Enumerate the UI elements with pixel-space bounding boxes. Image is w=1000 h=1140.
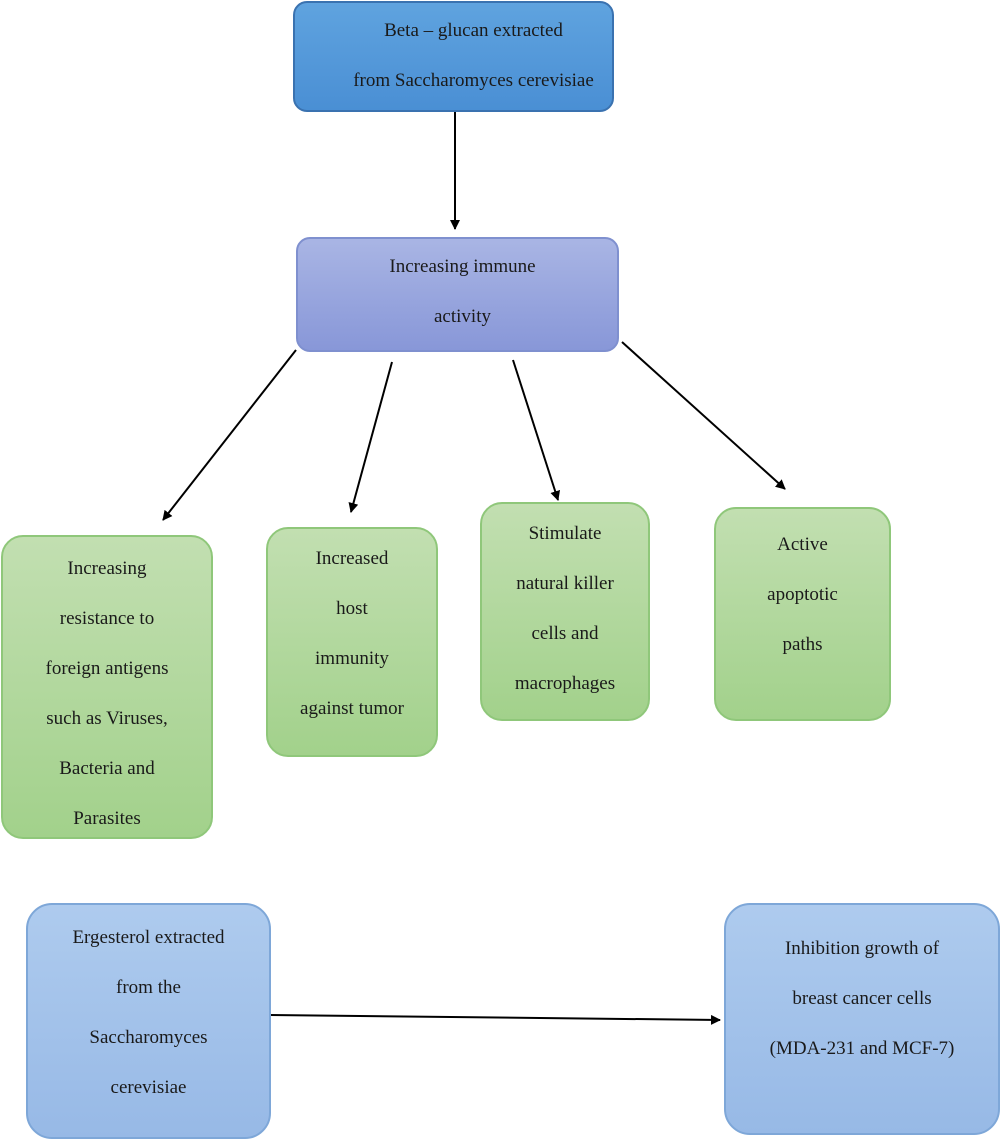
- inhibition-label: Inhibition growth of breast cancer cells…: [769, 938, 955, 1059]
- ergesterol-source-box: Ergesterol extracted from the Saccharomy…: [26, 903, 271, 1139]
- inhibition-box: Inhibition growth of breast cancer cells…: [724, 903, 1000, 1135]
- immune-activity-label: Increasing immune activity: [389, 256, 536, 327]
- immune-activity-box: Increasing immune activity: [296, 237, 619, 352]
- beta-glucan-source-box: Beta – glucan extracted from Saccharomyc…: [293, 1, 614, 112]
- natural-killer-label: Stimulate natural killer cells and macro…: [514, 523, 616, 694]
- arrow-immune-to-host: [348, 361, 393, 513]
- arrow-ergesterol-to-inhibition: [269, 1014, 721, 1025]
- arrow-immune-to-resistance: [162, 349, 297, 521]
- resistance-box: Increasing resistance to foreign antigen…: [1, 535, 213, 839]
- host-immunity-box: Increased host immunity against tumor: [266, 527, 438, 757]
- ergesterol-source-label: Ergesterol extracted from the Saccharomy…: [72, 927, 225, 1098]
- arrow-immune-to-apoptotic: [621, 341, 786, 490]
- arrow-immune-to-nk: [512, 359, 561, 501]
- apoptotic-paths-label: Active apoptotic paths: [767, 534, 838, 655]
- host-immunity-label: Increased host immunity against tumor: [300, 548, 404, 719]
- beta-glucan-source-label: Beta – glucan extracted from Saccharomyc…: [353, 20, 594, 91]
- apoptotic-paths-box: Active apoptotic paths: [714, 507, 891, 721]
- resistance-label: Increasing resistance to foreign antigen…: [45, 558, 169, 829]
- natural-killer-box: Stimulate natural killer cells and macro…: [480, 502, 650, 721]
